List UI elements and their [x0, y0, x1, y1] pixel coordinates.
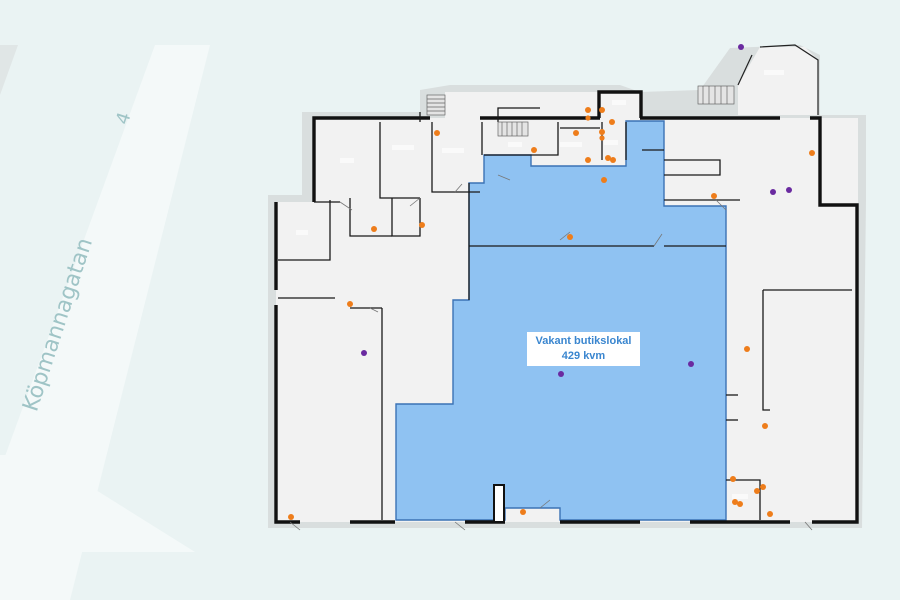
- orange-markers: [288, 107, 815, 520]
- orange-sensor-dot: [567, 234, 573, 240]
- room-tags: [296, 70, 784, 499]
- stair-annex-floor: [738, 47, 818, 115]
- orange-sensor-dot: [754, 488, 760, 494]
- orange-sensor-dot: [585, 115, 591, 121]
- purple-markers: [361, 44, 792, 377]
- orange-sensor-dot: [419, 222, 425, 228]
- orange-sensor-dot: [732, 499, 738, 505]
- interior-walls: [278, 107, 852, 520]
- orange-sensor-dot: [434, 130, 440, 136]
- entrance-pillar: [493, 484, 505, 523]
- purple-sensor-dot: [558, 371, 564, 377]
- orange-sensor-dot: [809, 150, 815, 156]
- orange-sensor-dot: [609, 119, 615, 125]
- orange-sensor-dot: [730, 476, 736, 482]
- vacancy-label: Vakant butikslokal 429 kvm: [527, 332, 640, 366]
- orange-sensor-dot: [599, 129, 605, 135]
- stairs: [426, 85, 735, 137]
- orange-sensor-dot: [520, 509, 526, 515]
- street-band-left: [0, 45, 18, 95]
- orange-sensor-dot: [531, 147, 537, 153]
- orange-sensor-dot: [744, 346, 750, 352]
- orange-sensor-dot: [711, 193, 717, 199]
- street-band-main: [0, 45, 210, 600]
- annex-floor: [445, 92, 640, 118]
- street-band-cross: [0, 455, 195, 552]
- orange-sensor-dot: [585, 107, 591, 113]
- orange-sensor-dot: [599, 135, 605, 141]
- orange-sensor-dot: [762, 423, 768, 429]
- orange-sensor-dot: [371, 226, 377, 232]
- orange-sensor-dot: [573, 130, 579, 136]
- orange-sensor-dot: [760, 484, 766, 490]
- purple-sensor-dot: [770, 189, 776, 195]
- orange-sensor-dot: [767, 511, 773, 517]
- purple-sensor-dot: [688, 361, 694, 367]
- orange-sensor-dot: [737, 501, 743, 507]
- outer-walls: [274, 90, 859, 524]
- orange-sensor-dot: [347, 301, 353, 307]
- vacancy-area: 429 kvm: [561, 350, 606, 362]
- purple-sensor-dot: [361, 350, 367, 356]
- door-lines: [289, 174, 813, 531]
- orange-sensor-dot: [599, 107, 605, 113]
- orange-sensor-dot: [605, 155, 611, 161]
- purple-sensor-dot: [786, 187, 792, 193]
- orange-sensor-dot: [610, 157, 616, 163]
- stair-annex-walls: [737, 44, 819, 115]
- orange-sensor-dot: [585, 157, 591, 163]
- orange-sensor-dot: [601, 177, 607, 183]
- vacancy-title: Vakant butikslokal: [535, 335, 632, 347]
- purple-sensor-dot: [738, 44, 744, 50]
- orange-sensor-dot: [288, 514, 294, 520]
